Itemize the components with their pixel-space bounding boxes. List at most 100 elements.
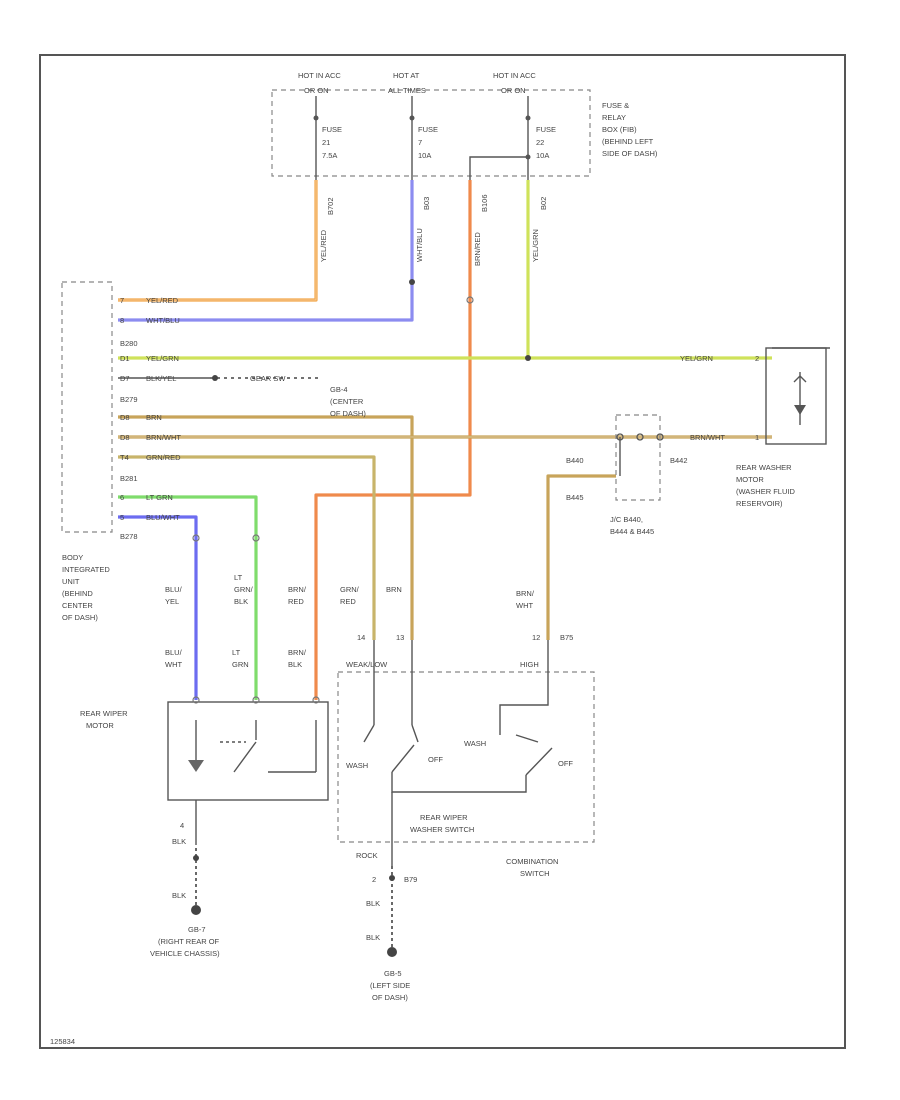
gb4-line-3: OF DASH) (330, 409, 366, 418)
combo-wash-1: WASH (346, 761, 368, 770)
combo-title-1: REAR WIPER (420, 813, 468, 822)
combo-wash-2: WASH (464, 739, 486, 748)
fuse-box-title-5: SIDE OF DASH) (602, 149, 658, 158)
biu-connector-1: B280 (120, 339, 138, 348)
jc-pin-c (656, 433, 664, 441)
wire-brn-red (314, 180, 472, 700)
fuse-box-title-4: (BEHIND LEFT (602, 137, 654, 146)
mid-brn-wht-2: WHT (516, 601, 533, 610)
wire-brn-wht-jc (546, 474, 616, 640)
pin-blu-yel-top (192, 534, 200, 542)
combo-title-2: WASHER SWITCH (410, 825, 474, 834)
ground-left-node (193, 855, 199, 861)
ground-right-title-2: (LEFT SIDE (370, 981, 410, 990)
mid-blu-yel-2: YEL (165, 597, 179, 606)
fuse-1-amp: 7.5A (322, 151, 337, 160)
ground-right-w1: BLK (366, 899, 380, 908)
jc-pin-label-2: B442 (670, 456, 688, 465)
hot-label-1-l2: OR ON (304, 86, 329, 95)
wire-label-brn-red: BRN/RED (473, 232, 482, 266)
mid-brn-red-2: RED (288, 597, 304, 606)
mid-lt-grn-blk-1: LT (234, 573, 243, 582)
fuse-box-title-1: FUSE & (602, 101, 629, 110)
wiper-pin-2 (252, 696, 260, 704)
wire-lt-grn (118, 495, 258, 700)
washer-title-4: RESERVOIR) (736, 499, 783, 508)
wiper-motor-box (167, 701, 329, 801)
mid-lt-grn-2: GRN (232, 660, 249, 669)
washer-pin-2: 1 (755, 433, 759, 442)
biu-pin-7: T4 (120, 453, 129, 462)
biu-title-4: (BEHIND (62, 589, 93, 598)
biu-title-6: OF DASH) (62, 613, 98, 622)
fuse-3-node (525, 115, 531, 121)
mid-blu-wht-2: WHT (165, 660, 182, 669)
washer-title-3: (WASHER FLUID (736, 487, 795, 496)
switch1-contact-b (411, 724, 419, 743)
fuse-2-node (409, 115, 415, 121)
wiper-park-switch (233, 741, 257, 773)
switch1-blade (391, 744, 415, 773)
pin-code-4: B02 (539, 197, 548, 210)
wiper-motor-icon (188, 760, 204, 772)
washer-wire-label: YEL/GRN (680, 354, 713, 363)
wiper-pin-1 (192, 696, 200, 704)
ground-left-pin: 4 (180, 821, 184, 830)
washer-title-1: REAR WASHER (736, 463, 792, 472)
jc-title-1: J/C B440, (610, 515, 643, 524)
biu-pin-4: D7 (120, 374, 130, 383)
wire-label-yel-red: YEL/RED (319, 229, 328, 262)
pin-code-1: B702 (326, 197, 335, 215)
biu-pin-9: 5 (120, 513, 124, 522)
gb4-line-2: (CENTER (330, 397, 364, 406)
hot-label-1-l1: HOT IN ACC (298, 71, 341, 80)
biu-pin-3: D1 (120, 354, 130, 363)
switch2-blade (525, 747, 553, 776)
wiper-title-1: REAR WIPER (80, 709, 128, 718)
gear-sw-node (212, 375, 218, 381)
mid-grn-red-1: GRN/ (340, 585, 360, 594)
ground-right-title-3: OF DASH) (372, 993, 408, 1002)
wiper-pin-3 (312, 696, 320, 704)
switch2-contact (515, 734, 539, 743)
fuse-1-num: 21 (322, 138, 330, 147)
mid-blu-yel-1: BLU/ (165, 585, 183, 594)
fuse-1-node (313, 115, 319, 121)
ground-left-icon (191, 905, 201, 915)
ground-right-node (389, 875, 395, 881)
washer-pin-1: 2 (755, 354, 759, 363)
fuse-3-name: FUSE (536, 125, 556, 134)
biu-pin-6: D8 (120, 433, 130, 442)
mid-brn-blk-1: BRN/ (288, 648, 307, 657)
biu-connector-3: B281 (120, 474, 138, 483)
switch-pin-right-code: B75 (560, 633, 573, 642)
biu-color-6: BRN/WHT (146, 433, 181, 442)
jc-pin-label-3: B445 (566, 493, 584, 502)
ground-right-pin: 2 (372, 875, 376, 884)
combo-hdr-right: HIGH (520, 660, 539, 669)
jc-pin-label-1: B440 (566, 456, 584, 465)
wire-brn (118, 415, 414, 640)
ground-right-code: B79 (404, 875, 417, 884)
washer-motor-pump-icon (794, 405, 806, 415)
ground-right-w2: BLK (366, 933, 380, 942)
ground-right-icon (387, 947, 397, 957)
ground-left-title-3: VEHICLE CHASSIS) (150, 949, 220, 958)
biu-connector-4: B278 (120, 532, 138, 541)
fuse-box-title-2: RELAY (602, 113, 626, 122)
mid-brn-red-1: BRN/ (288, 585, 307, 594)
wire-yel-red-highlight (118, 180, 317, 301)
fuse-2-amp: 10A (418, 151, 431, 160)
jc-title-2: B444 & B445 (610, 527, 654, 536)
biu-color-8: LT GRN (146, 493, 173, 502)
pin-lt-grn-top (252, 534, 260, 542)
mid-brn-blk-2: BLK (288, 660, 302, 669)
hot-label-2-l2: ALL TIMES (388, 86, 426, 95)
biu-pin-2: 8 (120, 316, 124, 325)
gb4-line-1: GB-4 (330, 385, 348, 394)
wire-grn-red (118, 455, 376, 640)
wire-label-yel-grn: YEL/GRN (531, 229, 540, 262)
fuse-3-num: 22 (536, 138, 544, 147)
hot-label-3-l1: HOT IN ACC (493, 71, 536, 80)
combo-outer-2: SWITCH (520, 869, 550, 878)
